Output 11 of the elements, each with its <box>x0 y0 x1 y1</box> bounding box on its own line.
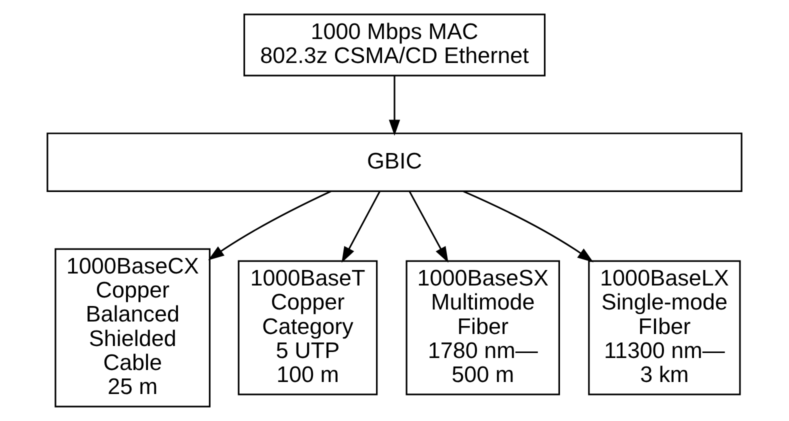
node-box: 1000 Mbps MAC 802.3z CSMA/CD Ethernet <box>243 14 546 76</box>
arrow <box>408 191 448 263</box>
arrow <box>208 190 332 260</box>
node-box: 1000BaseLX Single-mode FIber 11300 nm— 3 km <box>588 260 741 396</box>
arrow <box>342 191 380 263</box>
arrow <box>463 190 594 262</box>
node-box: 1000BaseCX Copper Balanced Shielded Cable 25 m <box>54 248 211 408</box>
arrow <box>388 76 400 136</box>
node-box: 1000BaseT Copper Category 5 UTP 100 m <box>238 260 378 396</box>
node-box: 1000BaseSX Multimode Fiber 1780 nm— 500 m <box>406 260 560 396</box>
node-box: GBIC <box>46 132 742 192</box>
